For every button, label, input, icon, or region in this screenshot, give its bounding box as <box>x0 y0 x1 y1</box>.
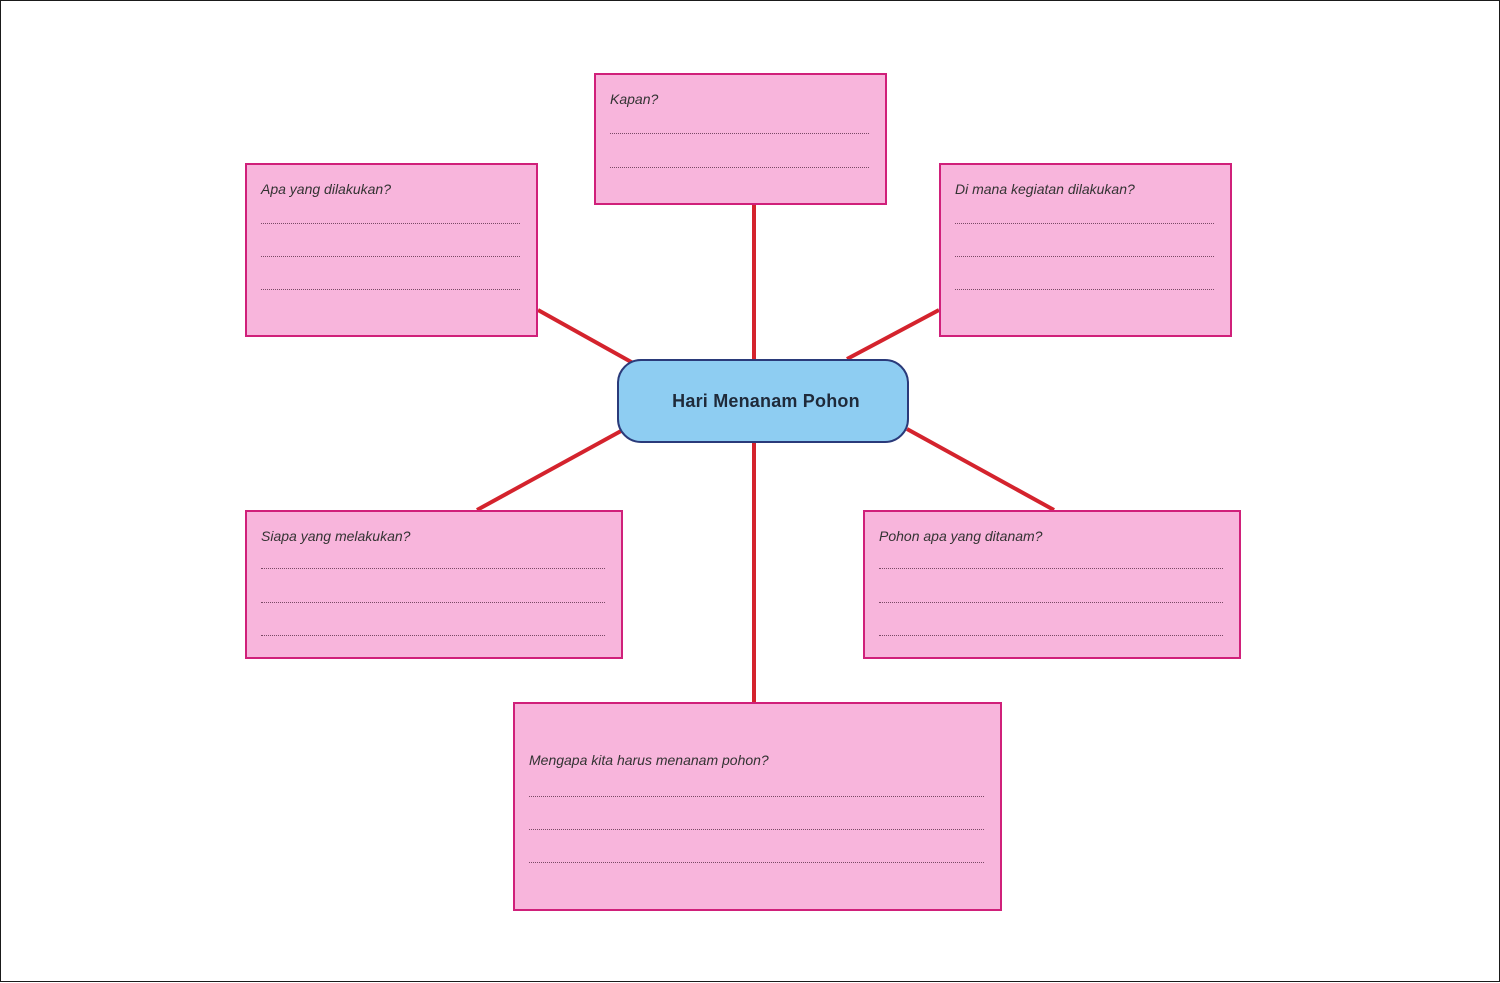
box-why-title: Mengapa kita harus menanam pohon? <box>529 752 769 768</box>
answer-line <box>529 862 984 863</box>
answer-line <box>955 223 1214 224</box>
answer-line <box>955 289 1214 290</box>
connector-where <box>846 308 940 361</box>
connector-which-tree <box>906 427 1055 512</box>
answer-line <box>261 635 605 636</box>
answer-line <box>261 256 520 257</box>
answer-line <box>261 223 520 224</box>
box-what-title: Apa yang dilakukan? <box>261 181 391 197</box>
center-topic: Hari Menanam Pohon <box>617 359 909 443</box>
center-topic-label: Hari Menanam Pohon <box>672 390 860 411</box>
box-when-title: Kapan? <box>610 91 659 107</box>
box-when: Kapan? <box>594 73 887 205</box>
box-why: Mengapa kita harus menanam pohon? <box>513 702 1002 911</box>
answer-line <box>529 796 984 797</box>
answer-line <box>879 568 1223 569</box>
answer-line <box>610 167 869 168</box>
answer-line <box>529 829 984 830</box>
connector-what <box>537 308 634 365</box>
box-where: Di mana kegiatan dilakukan? <box>939 163 1232 337</box>
answer-line <box>879 635 1223 636</box>
box-which-tree: Pohon apa yang ditanam? <box>863 510 1241 659</box>
answer-line <box>879 602 1223 603</box>
box-where-title: Di mana kegiatan dilakukan? <box>955 181 1135 197</box>
answer-line <box>261 602 605 603</box>
connector-who <box>476 429 622 512</box>
box-who-title: Siapa yang melakukan? <box>261 528 411 544</box>
answer-line <box>261 289 520 290</box>
answer-line <box>610 133 869 134</box>
box-who: Siapa yang melakukan? <box>245 510 623 659</box>
answer-line <box>261 568 605 569</box>
answer-line <box>955 256 1214 257</box>
box-which-tree-title: Pohon apa yang ditanam? <box>879 528 1043 544</box>
box-what: Apa yang dilakukan? <box>245 163 538 337</box>
